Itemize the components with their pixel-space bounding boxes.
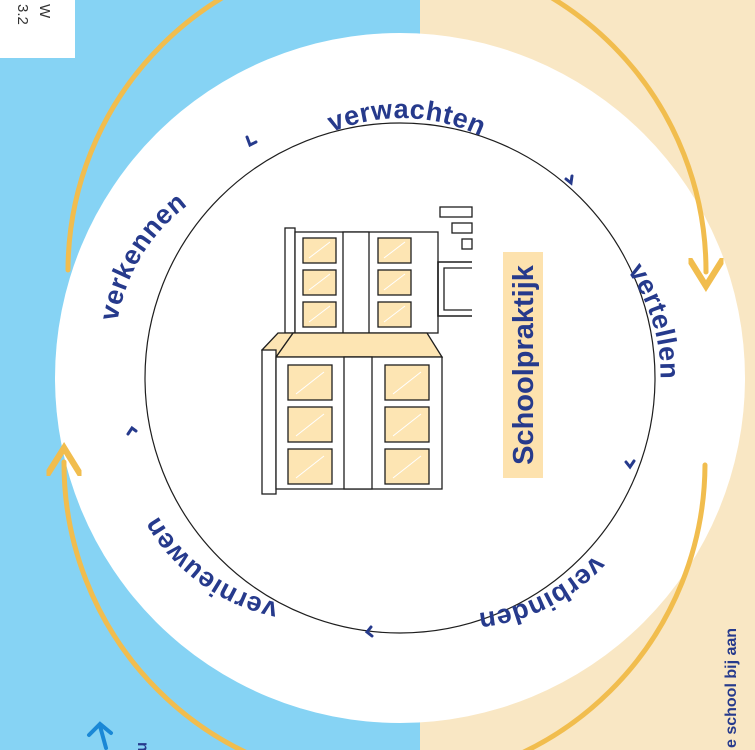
center-label: Schoolpraktijk (508, 264, 540, 465)
curved-arrow-icon (64, 462, 708, 750)
corner-note: 3.2 W (0, 0, 75, 58)
right-edge-text: e school bij aan (723, 628, 740, 748)
school-building-icon (260, 206, 473, 495)
bottom-left-text: n (134, 742, 151, 750)
chevron-icon (126, 135, 636, 638)
corner-note-line1: 3.2 (14, 4, 31, 25)
up-arrow-icon (87, 721, 113, 750)
corner-note-line2: W (36, 4, 53, 19)
curved-arrow-icon (65, 0, 706, 272)
center-label-highlight (503, 252, 543, 478)
